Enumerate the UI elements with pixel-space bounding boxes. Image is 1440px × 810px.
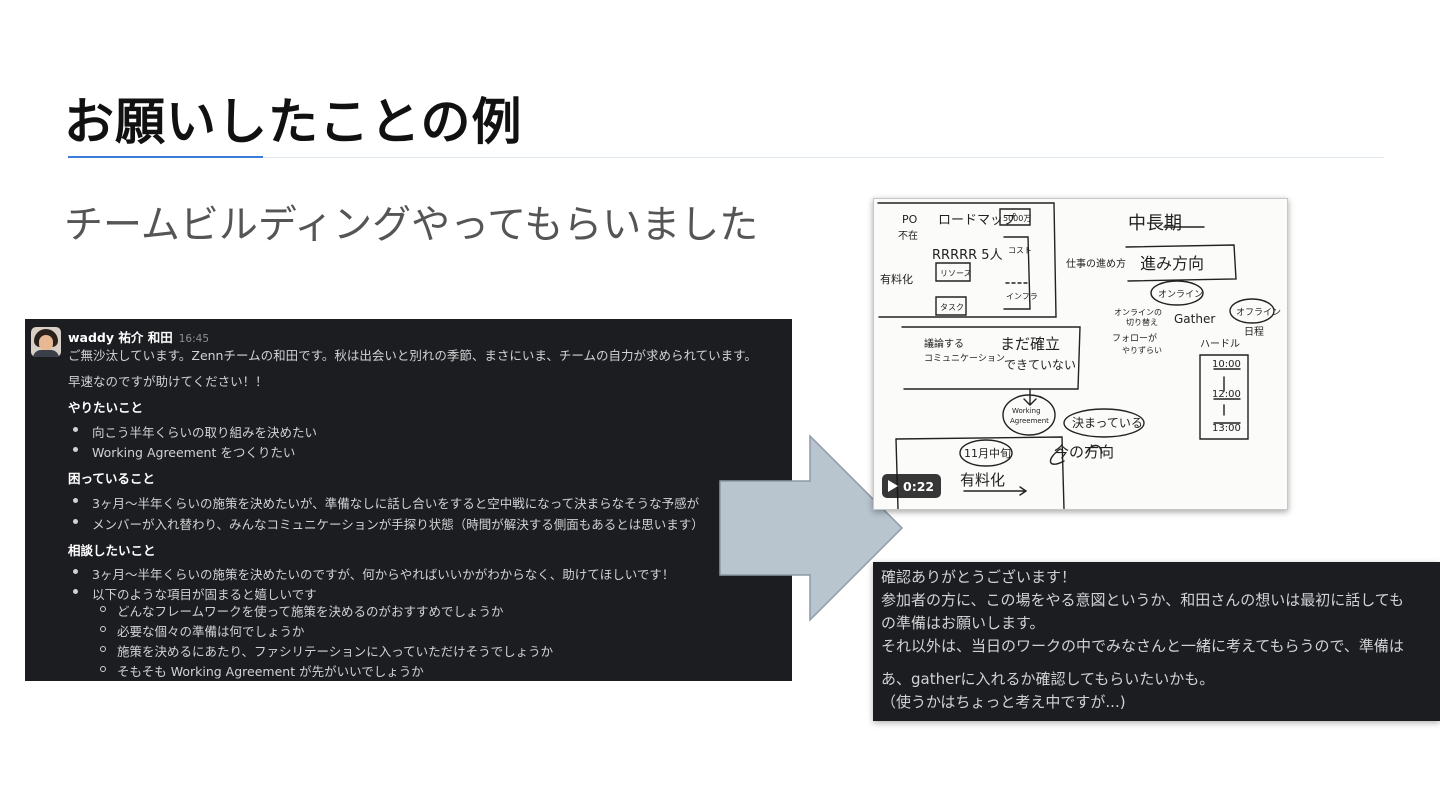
title-divider-accent: [68, 156, 263, 158]
svg-text:まだ確立: まだ確立: [1000, 335, 1060, 353]
svg-text:議論する: 議論する: [924, 337, 964, 350]
svg-text:フォローが: フォローが: [1112, 332, 1157, 344]
sub-bullet-icon: [100, 646, 106, 652]
sub-list-item: 施策を決めるにあたり、ファシリテーションに入っていただけそうでしょうか: [117, 644, 554, 659]
svg-text:決まっている: 決まっている: [1072, 416, 1143, 430]
svg-text:Agreement: Agreement: [1010, 417, 1049, 425]
message-line: 早速なのですが助けてください！！: [68, 374, 268, 389]
sub-bullet-icon: [100, 666, 106, 672]
slide-subtitle: チームビルディングやってもらいました: [64, 203, 759, 248]
reply-line: それ以外は、当日のワークの中でみなさんと一緒に考えてもらうので、準備は: [881, 637, 1404, 655]
note-po: PO: [902, 213, 918, 226]
bullet-icon: [73, 589, 78, 594]
svg-text:オンラインの: オンラインの: [1114, 308, 1162, 317]
svg-text:オフライン: オフライン: [1236, 307, 1281, 318]
svg-text:今の方向: 今の方向: [1054, 443, 1114, 461]
svg-text:10:00: 10:00: [1212, 359, 1241, 370]
svg-text:やりずらい: やりずらい: [1122, 345, 1162, 355]
title-divider: [68, 157, 1384, 158]
bullet-icon: [73, 427, 78, 432]
svg-text:ハードル: ハードル: [1200, 339, 1240, 350]
sub-list-item: 必要な個々の準備は何でしょうか: [117, 624, 305, 639]
svg-text:11月中旬: 11月中旬: [964, 447, 1011, 460]
svg-text:仕事の進め方: 仕事の進め方: [1066, 257, 1126, 270]
video-duration: 0:22: [903, 478, 935, 494]
section-heading: 相談したいこと: [68, 543, 156, 558]
svg-text:RRRRR 5人: RRRRR 5人: [932, 248, 1003, 263]
section-heading: やりたいこと: [68, 400, 144, 415]
sub-bullet-icon: [100, 626, 106, 632]
reply-line: 確認ありがとうございます！: [881, 568, 1077, 586]
svg-text:インフラ: インフラ: [1006, 292, 1038, 301]
list-item: 3ヶ月〜半年くらいの施策を決めたいのですが、何からやればいいかがわからなく、助け…: [92, 567, 675, 582]
svg-text:Working: Working: [1012, 407, 1041, 415]
svg-text:中長期: 中長期: [1128, 213, 1182, 234]
play-icon[interactable]: [888, 480, 898, 492]
whiteboard-video[interactable]: PO 不在 ロードマップ 5000万 RRRRR 5人 リソース コスト インフ…: [873, 198, 1288, 510]
reply-line: の準備はお願いします。: [881, 614, 1045, 632]
bullet-icon: [73, 498, 78, 503]
list-item: 3ヶ月〜半年くらいの施策を決めたいが、準備なしに話し合いをすると空中戦になって決…: [92, 496, 700, 511]
reply-message-panel: 確認ありがとうございます！ 参加者の方に、この場をやる意図というか、和田さんの想…: [873, 562, 1440, 721]
right-arrow-icon: [719, 434, 904, 622]
svg-text:Gather: Gather: [1174, 312, 1215, 326]
message-author[interactable]: waddy 祐介 和田: [68, 330, 173, 345]
svg-text:13:00: 13:00: [1212, 423, 1241, 434]
avatar[interactable]: [31, 327, 61, 357]
svg-text:タスク: タスク: [940, 303, 964, 312]
reply-line: （使うかはちょっと考え中ですが...): [881, 693, 1126, 711]
message-timestamp[interactable]: 16:45: [178, 333, 209, 345]
svg-text:コスト: コスト: [1008, 246, 1032, 255]
list-item: Working Agreement をつくりたい: [92, 445, 296, 460]
svg-text:不在: 不在: [898, 230, 918, 242]
svg-text:12:00: 12:00: [1212, 389, 1241, 400]
svg-text:リソース: リソース: [940, 269, 972, 278]
list-item: 向こう半年くらいの取り組みを決めたい: [92, 425, 318, 440]
svg-text:有料化: 有料化: [880, 272, 913, 286]
svg-text:5000万: 5000万: [1003, 214, 1031, 223]
list-item: メンバーが入れ替わり、みんなコミュニケーションが手探り状態（時間が解決する側面も…: [92, 517, 704, 532]
bullet-icon: [73, 519, 78, 524]
svg-text:コミュニケーション: コミュニケーション: [924, 353, 1005, 364]
whiteboard-sketch: PO 不在 ロードマップ 5000万 RRRRR 5人 リソース コスト インフ…: [877, 202, 1281, 509]
sub-list-item: どんなフレームワークを使って施策を決めるのがおすすめでしょうか: [117, 604, 504, 619]
svg-text:有料化: 有料化: [960, 471, 1005, 489]
svg-text:ロードマップ: ロードマップ: [938, 213, 1016, 228]
bullet-icon: [73, 569, 78, 574]
reply-line: あ、gatherに入れるか確認してもらいたいかも。: [881, 670, 1215, 688]
list-item: 以下のような項目が固まると嬉しいです: [92, 587, 317, 602]
svg-text:オンライン: オンライン: [1158, 289, 1203, 300]
page-title: お願いしたことの例: [64, 93, 523, 151]
message-header: waddy 祐介 和田 16:45: [68, 327, 209, 346]
svg-text:切り替え: 切り替え: [1126, 317, 1158, 327]
sub-list-item: そもそも Working Agreement が先がいいでしょうか: [117, 664, 424, 679]
reply-line: 参加者の方に、この場をやる意図というか、和田さんの想いは最初に話しても: [881, 591, 1405, 609]
sub-bullet-icon: [100, 606, 106, 612]
section-heading: 困っていること: [68, 471, 155, 486]
slack-message-panel: waddy 祐介 和田 16:45 ご無沙汰しています。Zennチームの和田です。…: [25, 319, 792, 681]
svg-text:できていない: できていない: [1004, 358, 1076, 372]
svg-text:日程: 日程: [1244, 326, 1264, 338]
bullet-icon: [73, 447, 78, 452]
message-line: ご無沙汰しています。Zennチームの和田です。秋は出会いと別れの季節、まさにいま…: [68, 348, 757, 363]
svg-text:進み方向: 進み方向: [1140, 254, 1204, 273]
video-play-badge[interactable]: 0:22: [882, 474, 942, 498]
